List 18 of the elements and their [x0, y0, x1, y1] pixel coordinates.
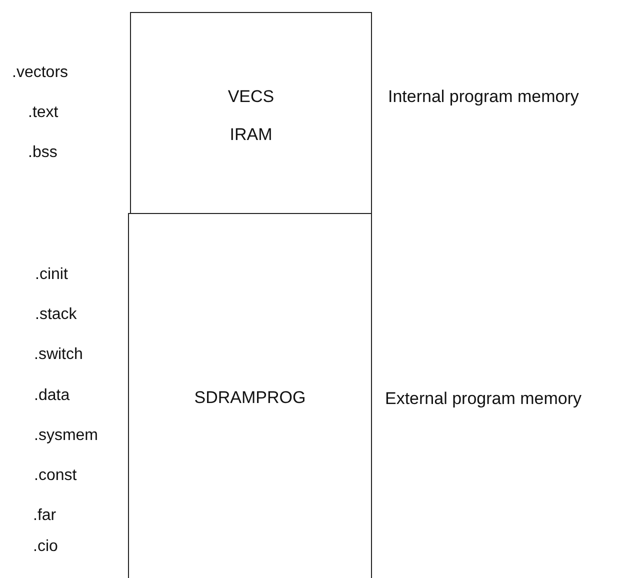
section-name: .bss	[28, 143, 58, 163]
region-name: VECS	[226, 87, 276, 107]
section-name: .stack	[35, 305, 77, 325]
region-name: IRAM	[228, 125, 274, 145]
section-name: .sysmem	[34, 426, 98, 446]
section-name: .vectors	[12, 63, 68, 83]
region-name: SDRAMPROG	[193, 388, 307, 408]
section-name: .far	[33, 506, 56, 526]
section-name: .cio	[33, 537, 58, 557]
section-name: .text	[28, 103, 58, 123]
memory-description: Internal program memory	[388, 87, 579, 107]
section-name: .data	[34, 386, 70, 406]
section-name: .const	[34, 466, 77, 486]
section-name: .switch	[34, 345, 83, 365]
memory-description: External program memory	[385, 389, 582, 409]
memory-region-box	[130, 12, 372, 215]
memory-region-box	[128, 213, 372, 578]
section-name: .cinit	[35, 265, 68, 285]
